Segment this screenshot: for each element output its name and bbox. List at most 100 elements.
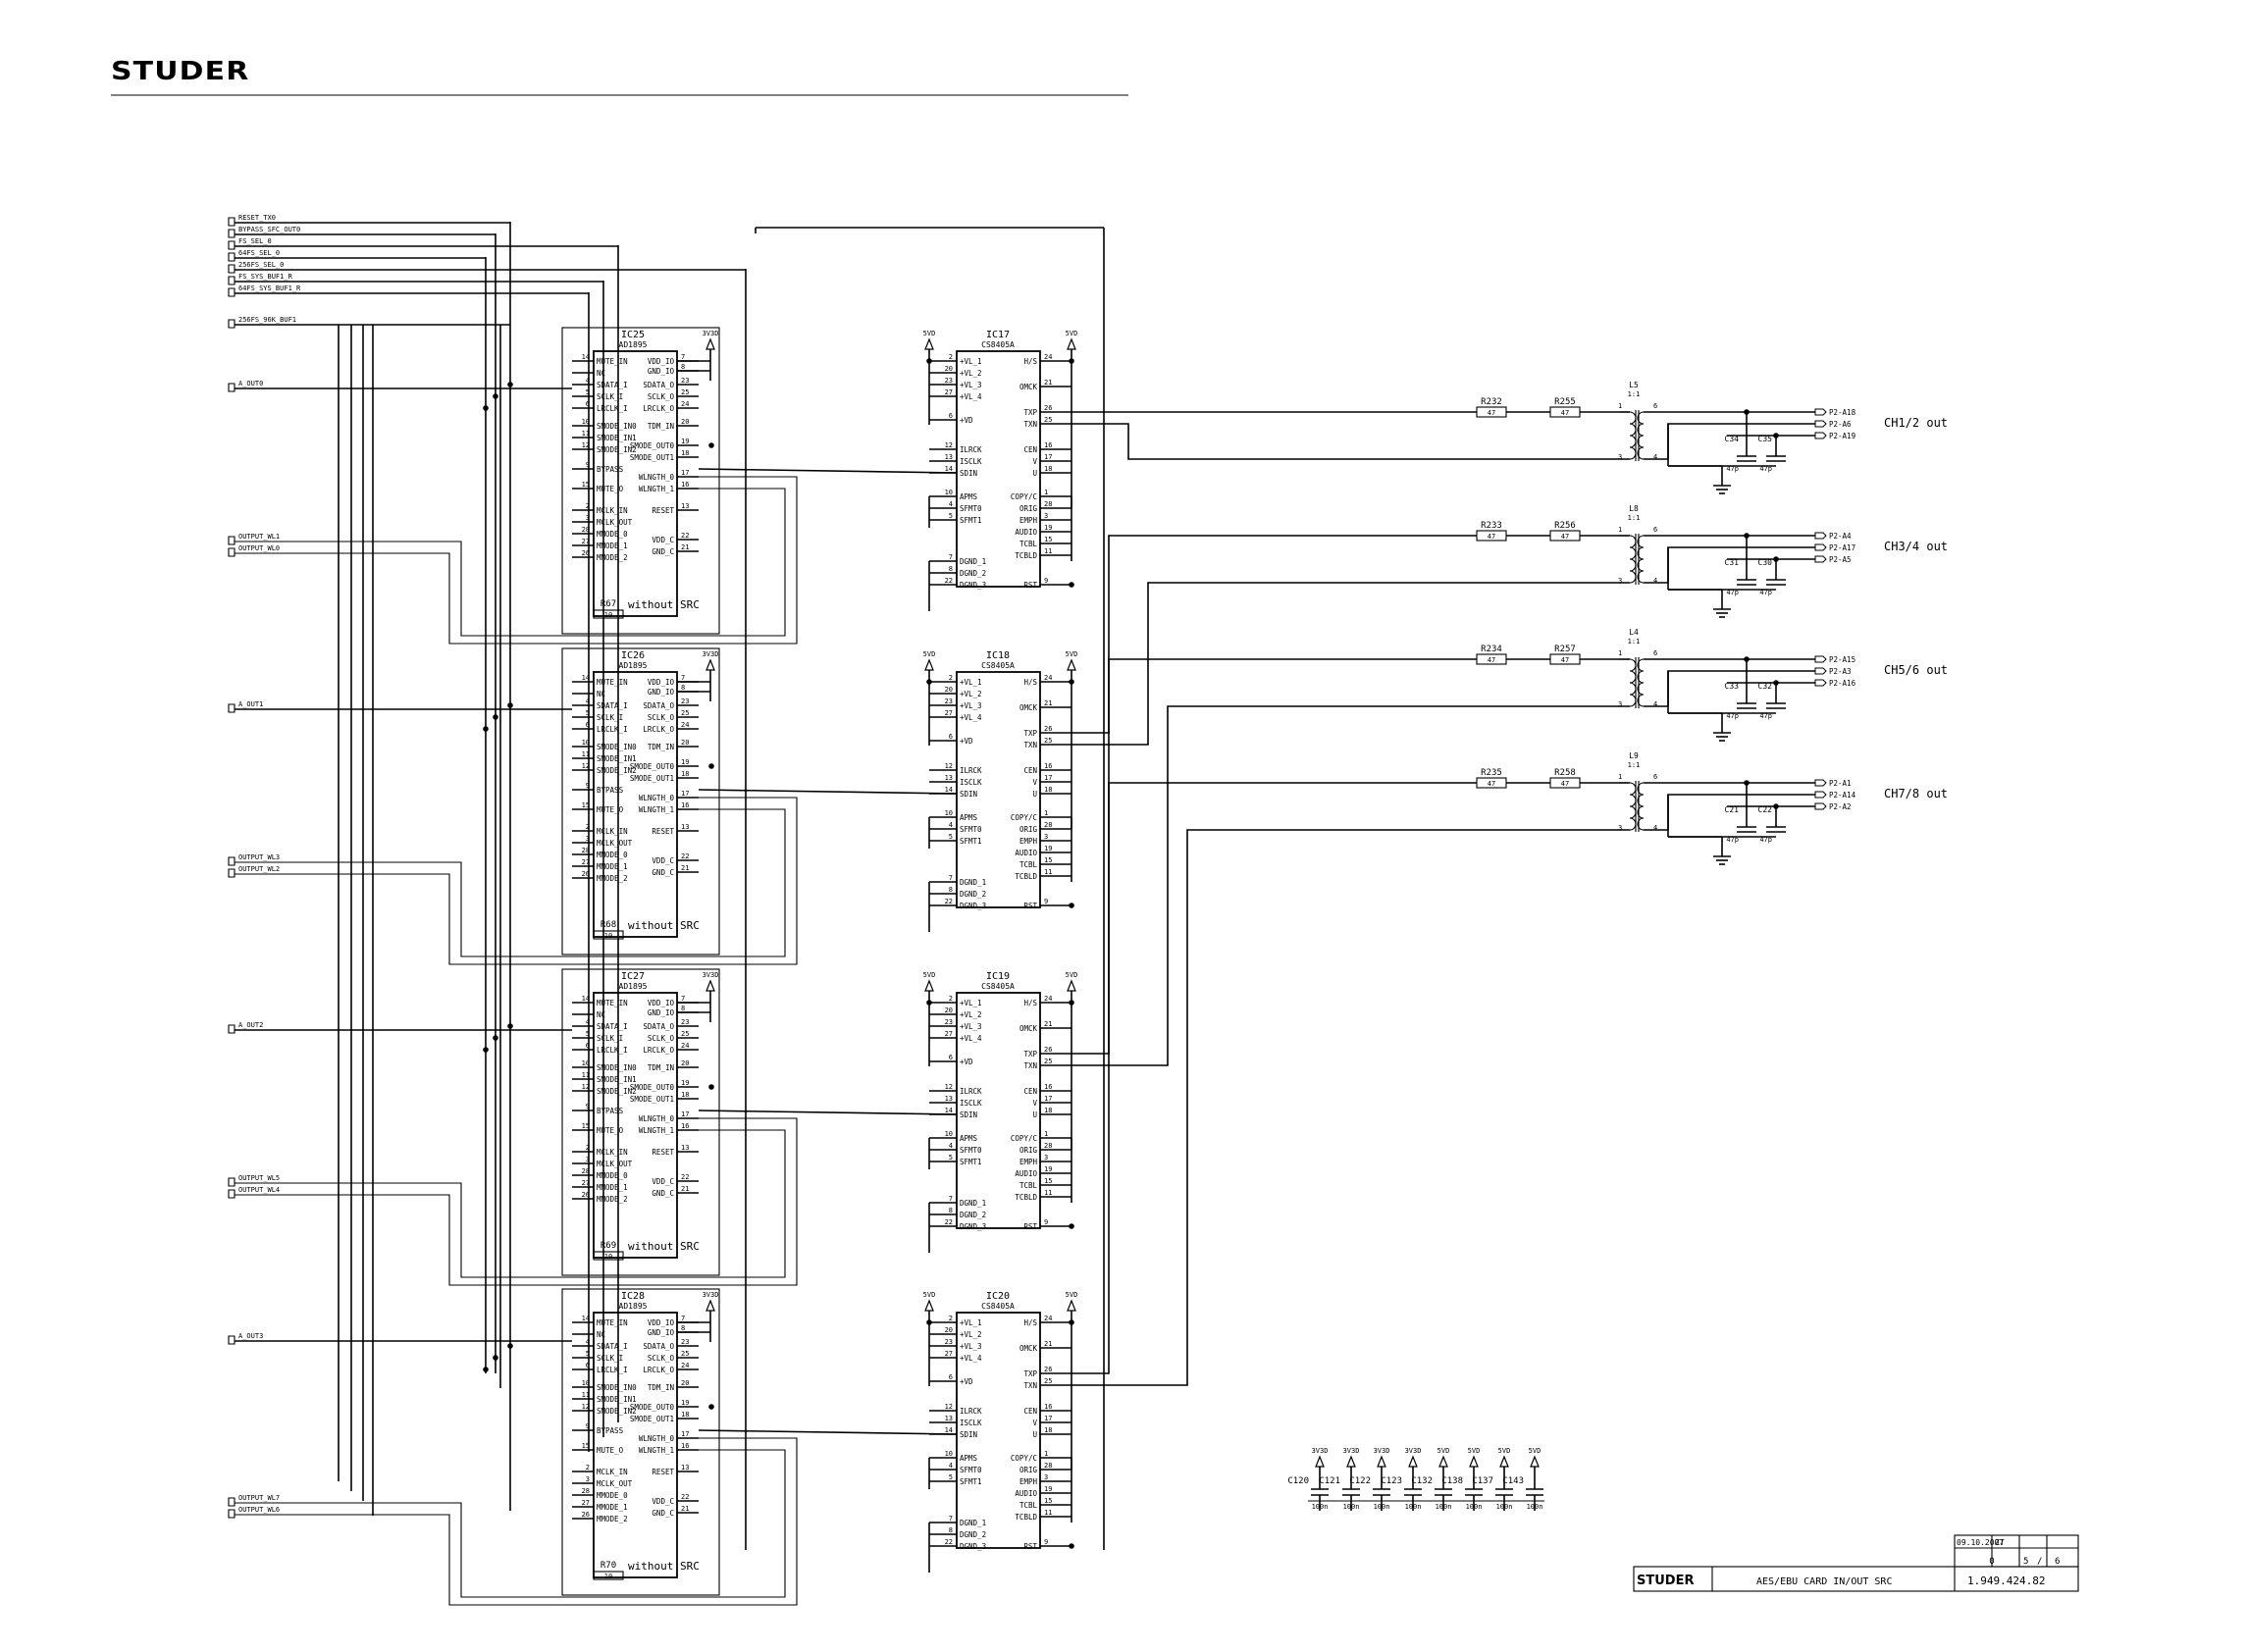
pin-name: SCLK_I: [597, 1034, 623, 1043]
pin-number: 25: [681, 388, 689, 396]
pin-name: DGND_1: [960, 557, 986, 566]
pin-number: 9: [1044, 1538, 1048, 1546]
pin-name: SCLK_O: [648, 1354, 675, 1363]
pin-name: SDIN: [960, 469, 977, 478]
junction-dot: [1773, 556, 1779, 562]
junction-dot: [926, 679, 932, 685]
tx-chip-ref: IC19: [986, 971, 1010, 982]
pin-number: 10: [582, 1059, 590, 1067]
pin-number: 19: [681, 438, 689, 445]
pin-name: OMCK: [1019, 703, 1038, 712]
pin-number: 5: [586, 1350, 590, 1358]
resistor-body: [593, 930, 624, 940]
junction-dot: [483, 405, 489, 411]
pin-name: DGND_3: [960, 1542, 986, 1551]
pin-name: TXP: [1023, 1050, 1037, 1058]
connector-pin: [1814, 543, 1827, 551]
pin-name: SFMT1: [960, 1158, 982, 1166]
input-net-label: A_OUT1: [238, 700, 263, 708]
pin-number: 12: [582, 441, 590, 449]
pin-name: NC: [597, 1330, 605, 1339]
pin-number: 8: [949, 1526, 953, 1534]
pin-number: 18: [1044, 786, 1052, 794]
pin-number: 8: [681, 684, 685, 692]
pin-number: 3: [586, 835, 590, 843]
pin-number: 8: [681, 1005, 685, 1012]
pin-name: +VL_2: [960, 1010, 982, 1019]
pin-name: +VL_4: [960, 1354, 982, 1363]
pin-name: VDD_IO: [648, 357, 675, 366]
connector-pin-label: P2-A18: [1829, 408, 1856, 417]
pin-number: 20: [681, 739, 689, 747]
pin-name: WLNGTH_1: [639, 1126, 674, 1135]
capacitor-ref: C34: [1725, 435, 1740, 443]
input-port: [228, 383, 235, 392]
pin-name: SDATA_O: [643, 1022, 674, 1031]
capacitor-ref: C30: [1758, 558, 1773, 567]
pin-number: 21: [681, 543, 689, 551]
input-port: [228, 536, 235, 545]
pin-number: 18: [681, 770, 689, 778]
pin-number: 9: [1044, 1218, 1048, 1226]
pin-number: 4: [1653, 824, 1657, 832]
pin-name: U: [1032, 1110, 1037, 1119]
pin-number: 13: [945, 774, 953, 782]
junction-dot: [493, 714, 498, 720]
pin-number: 19: [681, 758, 689, 766]
pin-name: MCLK_IN: [597, 1148, 628, 1157]
pin-name: BYPASS: [597, 1107, 624, 1115]
pin-number: 12: [945, 1083, 953, 1091]
junction-dot: [1069, 1223, 1074, 1229]
input-net-label: A_OUT2: [238, 1021, 263, 1029]
pin-name: SMODE_IN0: [597, 1383, 637, 1392]
pin-name: VDD_IO: [648, 678, 675, 687]
pin-number: 21: [681, 1185, 689, 1193]
supply-arrow: [924, 1299, 934, 1312]
pin-name: MUTE_O: [597, 485, 624, 493]
junction-dot: [708, 1404, 714, 1410]
junction-dot: [1773, 803, 1779, 809]
src-chip-ref: IC27: [621, 971, 645, 982]
junction-dot: [708, 442, 714, 448]
capacitor-ref: C35: [1758, 435, 1773, 443]
pin-number: 6: [586, 721, 590, 729]
pin-number: 28: [582, 1167, 590, 1175]
capacitor-ref: C21: [1725, 805, 1740, 814]
pin-name: SMODE_IN1: [597, 1395, 637, 1404]
pin-number: 6: [949, 1054, 953, 1061]
connector-pin: [1814, 779, 1827, 787]
junction-dot: [1744, 656, 1750, 662]
pin-number: 3: [1618, 700, 1622, 708]
pin-number: 13: [945, 453, 953, 461]
connector-pin: [1814, 802, 1827, 810]
pin-number: 18: [681, 449, 689, 457]
pin-number: 20: [945, 686, 953, 694]
pin-name: COPY/C: [1011, 492, 1037, 501]
pin-name: DGND_3: [960, 1222, 986, 1231]
pin-name: MMODE_2: [597, 1195, 628, 1204]
junction-dot: [507, 382, 513, 387]
junction-dot: [708, 1084, 714, 1090]
pin-number: 4: [949, 1142, 953, 1150]
pin-name: GND_IO: [648, 688, 675, 697]
src-note: without SRC: [628, 1240, 700, 1253]
connector-pin-label: P2-A4: [1829, 532, 1852, 541]
connector-pin-label: P2-A5: [1829, 555, 1852, 564]
title-sheet-count: 6: [2055, 1557, 2060, 1567]
pin-number: 14: [582, 353, 590, 361]
pin-number: 17: [1044, 1415, 1052, 1422]
pin-number: 1: [1618, 649, 1622, 657]
input-port: [228, 856, 235, 866]
pin-number: 22: [681, 1493, 689, 1501]
pin-number: 9: [1044, 577, 1048, 585]
pin-name: MCLK_IN: [597, 827, 628, 836]
pin-name: MUTE_O: [597, 805, 624, 814]
sdata-wire: [698, 1110, 958, 1115]
supply-label: 5VD: [923, 971, 936, 979]
wl-wire: [235, 1437, 798, 1606]
transformer-coil: [1637, 570, 1645, 584]
junction-dot: [1069, 1000, 1074, 1006]
resistor-ref: R258: [1554, 768, 1576, 778]
pin-name: MUTE_IN: [597, 678, 628, 687]
capacitor-value: 47p: [1759, 465, 1772, 473]
